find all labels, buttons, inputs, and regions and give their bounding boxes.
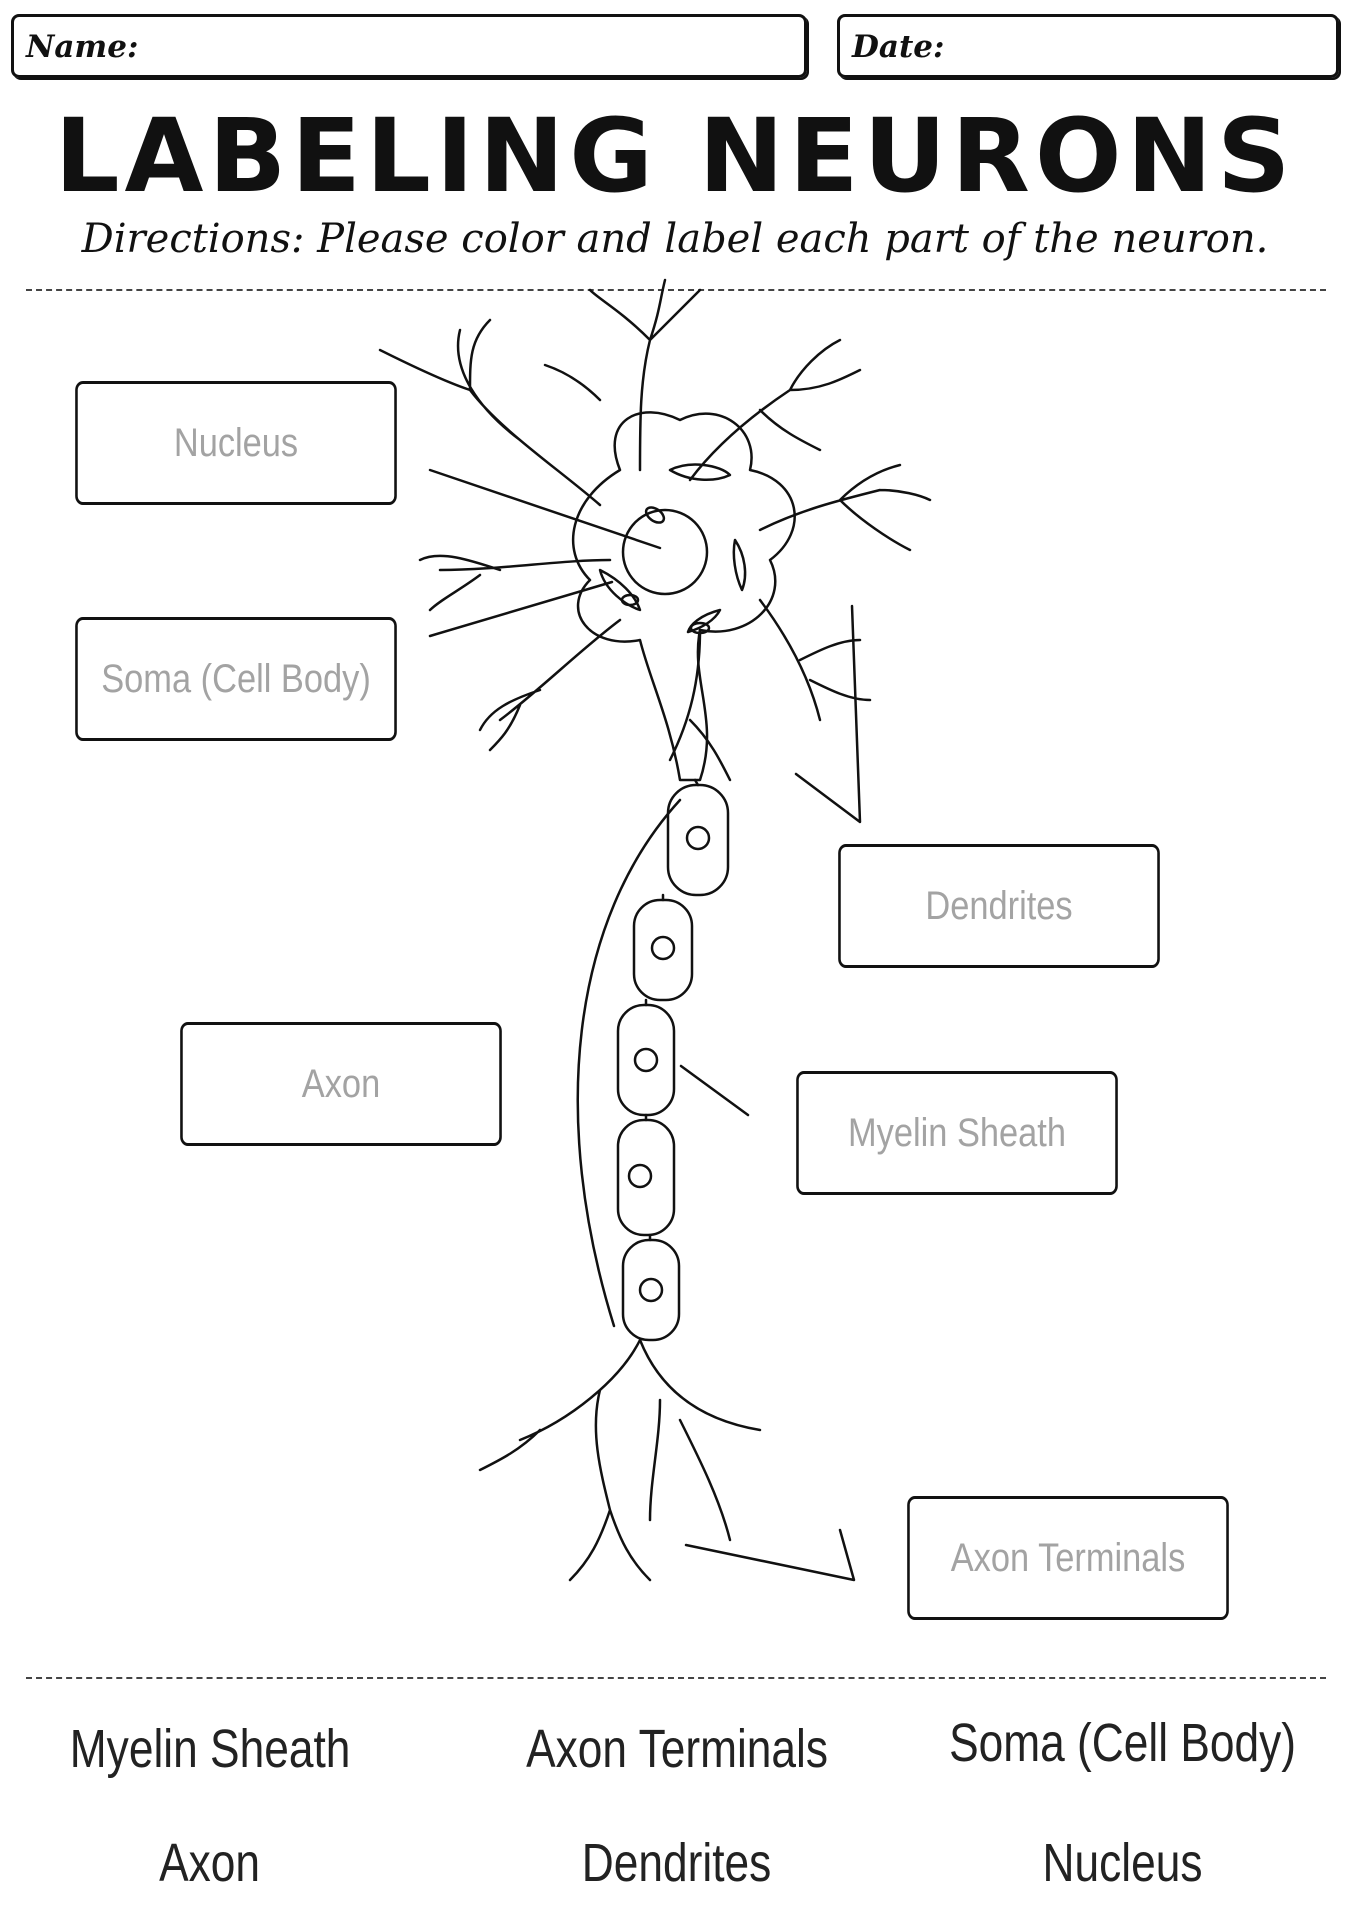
name-label: Name: <box>26 29 139 65</box>
word-bank-item: Nucleus <box>1043 1833 1203 1893</box>
word-bank-item: Soma (Cell Body) <box>949 1713 1297 1773</box>
label-box-axon[interactable]: Axon <box>180 1022 502 1146</box>
date-field[interactable]: Date: <box>837 14 1339 78</box>
top-divider <box>26 289 1326 291</box>
word-bank-item: Axon Terminals <box>526 1719 828 1779</box>
word-bank-item: Myelin Sheath <box>69 1719 351 1779</box>
directions-text: Directions: Please color and label each … <box>81 216 1269 262</box>
label-box-myelin[interactable]: Myelin Sheath <box>796 1071 1118 1195</box>
date-label: Date: <box>852 29 945 65</box>
axon-myelin <box>616 778 730 1342</box>
pointer-lines <box>428 468 862 1582</box>
bottom-divider <box>26 1677 1326 1679</box>
dendrite-branches <box>378 278 932 782</box>
nucleus-circle <box>621 508 709 596</box>
axon-terminals <box>478 1338 762 1582</box>
label-box-terminals[interactable]: Axon Terminals <box>907 1496 1229 1620</box>
word-bank-item: Dendrites <box>582 1833 772 1893</box>
word-bank-item: Axon <box>159 1833 261 1893</box>
soma-outline <box>571 411 796 782</box>
name-field[interactable]: Name: <box>11 14 807 78</box>
label-box-nucleus[interactable]: Nucleus <box>75 381 397 505</box>
label-box-dendrites[interactable]: Dendrites <box>838 844 1160 968</box>
label-box-soma[interactable]: Soma (Cell Body) <box>75 617 397 741</box>
organelles <box>598 463 747 635</box>
page-title: LABELING NEURONS <box>54 97 1296 216</box>
